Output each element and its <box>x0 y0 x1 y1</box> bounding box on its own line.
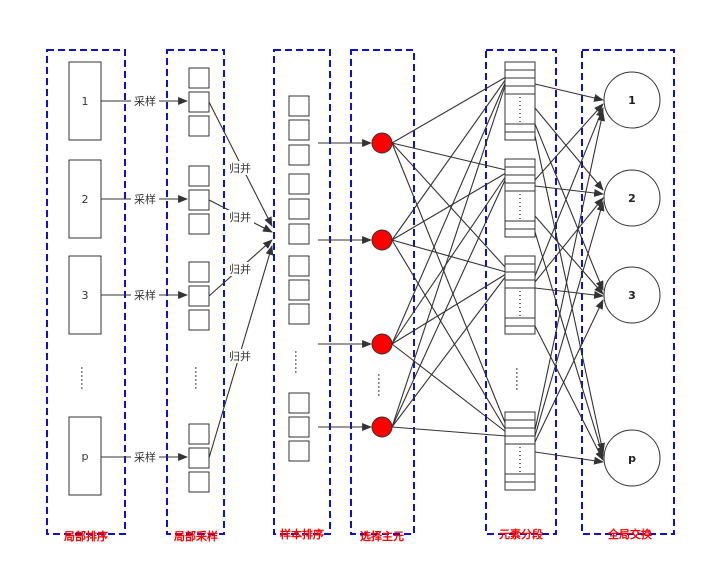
frame-global-exchange <box>581 49 675 535</box>
frame-sample-sort <box>273 49 331 535</box>
pivot-node <box>371 416 393 438</box>
merge-label: 归并 <box>229 349 251 363</box>
caption-sample-sort: 样本排序 <box>280 527 324 541</box>
ellipsis-pivots: …… <box>375 373 389 397</box>
sample-stack <box>188 423 210 493</box>
merge-label: 归并 <box>229 262 251 276</box>
sample-stack <box>188 165 210 235</box>
segment-block <box>504 158 536 238</box>
pivot-segment-links <box>391 76 507 437</box>
local-block-label: 2 <box>82 193 89 206</box>
local-block: 1 <box>68 61 102 141</box>
sample-stack <box>188 67 210 137</box>
sorted-sample-stack <box>288 95 310 462</box>
frame-local-sort <box>46 49 126 535</box>
output-node-label: 1 <box>628 94 636 107</box>
local-block: 2 <box>68 159 102 239</box>
output-node-label: 2 <box>628 192 636 205</box>
merge-label: 归并 <box>229 210 251 224</box>
local-block-label: 3 <box>82 289 89 302</box>
ellipsis-local: …… <box>78 366 92 390</box>
sample-label: 采样 <box>134 94 156 108</box>
segment-block <box>504 61 536 141</box>
pivot-node <box>371 333 393 355</box>
output-node-label: p <box>628 452 636 465</box>
local-block: 3 <box>68 255 102 335</box>
output-node-label: 3 <box>628 289 636 302</box>
caption-local-sort: 局部排序 <box>63 529 108 543</box>
sample-label: 采样 <box>134 192 156 206</box>
segment-exchange-links <box>534 83 606 465</box>
sample-label: 采样 <box>134 450 156 464</box>
sample-label: 采样 <box>134 288 156 302</box>
merge-label: 归并 <box>229 161 251 175</box>
output-node: p <box>603 429 661 487</box>
segment-block <box>504 255 536 335</box>
output-node: 1 <box>603 71 661 129</box>
frame-choose-pivot <box>350 49 415 535</box>
output-node: 3 <box>603 266 661 324</box>
output-node: 2 <box>603 169 661 227</box>
pivot-node <box>371 229 393 251</box>
sample-stack <box>188 261 210 331</box>
local-block-label: p <box>82 450 89 463</box>
frame-segment <box>485 49 557 535</box>
caption-local-sample: 局部采样 <box>173 529 218 543</box>
local-block: p <box>68 416 102 496</box>
caption-global-exchange: 全局交换 <box>607 527 653 541</box>
caption-segment: 元素分段 <box>499 527 543 541</box>
frame-local-sample <box>166 49 225 535</box>
ellipsis-segments: …… <box>513 367 527 391</box>
segment-block <box>504 411 536 491</box>
caption-choose-pivot: 选择主元 <box>360 529 404 543</box>
pivot-node <box>371 132 393 154</box>
ellipsis-sorted: …… <box>292 350 306 374</box>
ellipsis-samples: …… <box>192 366 206 390</box>
local-block-label: 1 <box>82 95 89 108</box>
